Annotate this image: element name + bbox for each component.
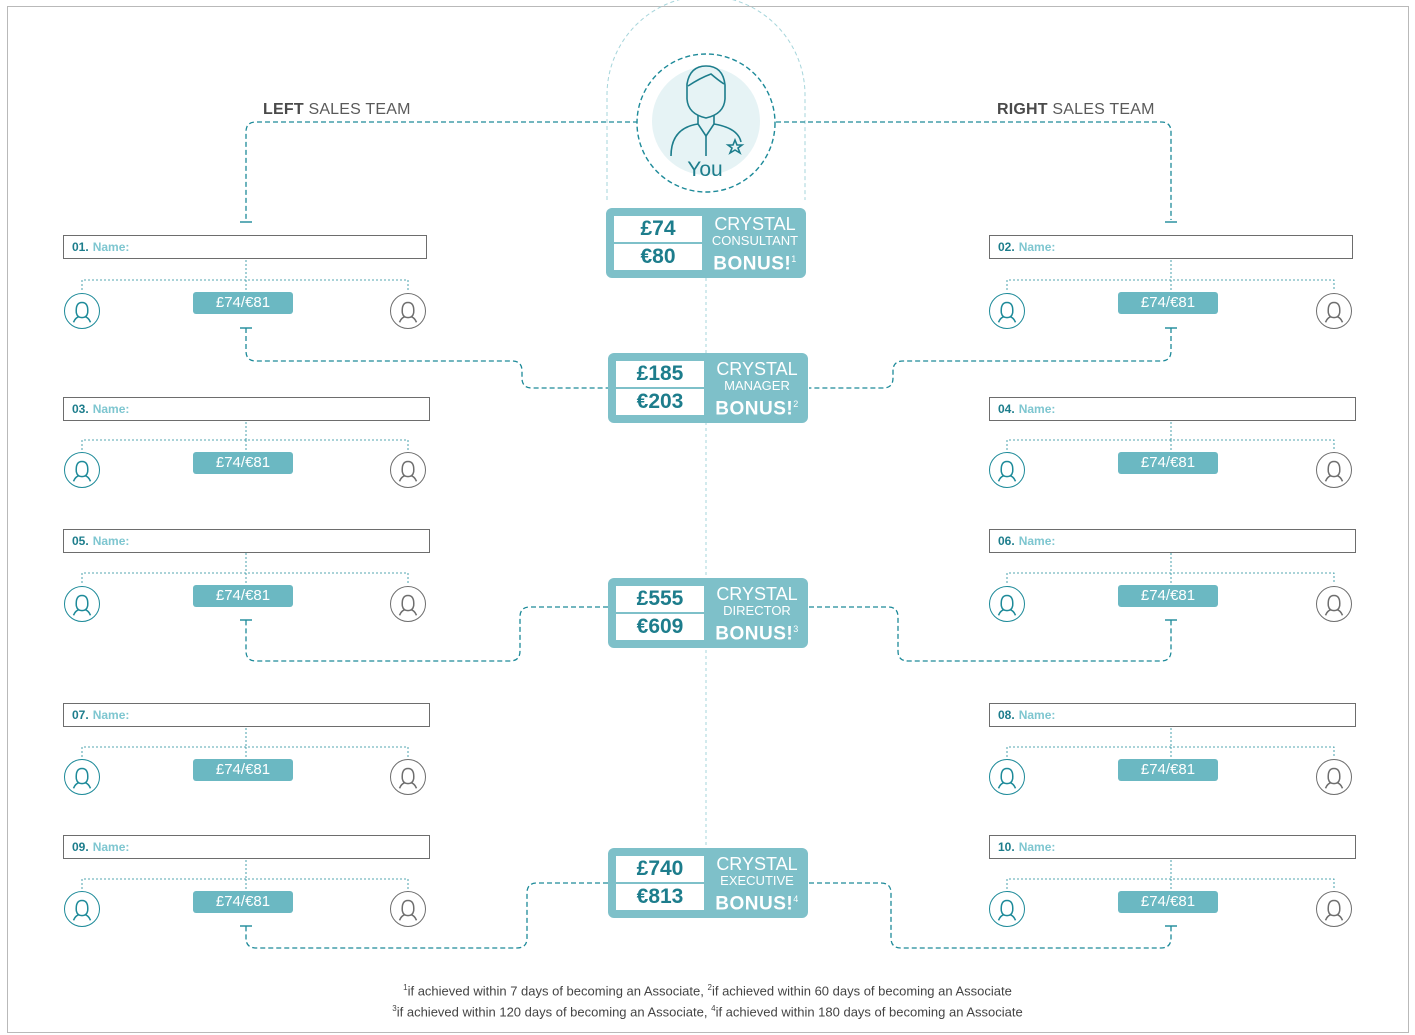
member-avatar-icon (64, 586, 100, 622)
member-avatar-icon (989, 452, 1025, 488)
footnote-line-1: 1if achieved within 7 days of becoming a… (403, 983, 1012, 999)
member-bonus-badge: £74/€81 (1118, 759, 1218, 781)
member-avatar-icon (64, 891, 100, 927)
bonus-line2: DIRECTOR (723, 603, 791, 618)
member-bonus-badge: £74/€81 (193, 759, 293, 781)
bonus-gbp: £555 (616, 586, 704, 614)
bonus-line2: MANAGER (724, 378, 790, 393)
member-name-field-08[interactable]: 08.Name: (989, 703, 1356, 727)
member-bonus-badge: £74/€81 (1118, 891, 1218, 913)
member-name-field-01[interactable]: 01.Name: (63, 235, 427, 259)
member-name-field-04[interactable]: 04.Name: (989, 397, 1356, 421)
bonus-gbp: £74 (614, 216, 702, 244)
bonus-line1: CRYSTAL (714, 214, 796, 234)
member-bonus-badge: £74/€81 (1118, 585, 1218, 607)
you-label: You (687, 158, 723, 181)
member-avatar-icon (1316, 586, 1352, 622)
member-avatar-icon (390, 891, 426, 927)
right-team-title: RIGHT SALES TEAM (997, 101, 1155, 118)
member-avatar-icon (64, 293, 100, 329)
member-bonus-badge: £74/€81 (1118, 292, 1218, 314)
member-name-field-05[interactable]: 05.Name: (63, 529, 430, 553)
member-name-field-09[interactable]: 09.Name: (63, 835, 430, 859)
consultant-bonus-box: £74€80 CRYSTAL CONSULTANT BONUS!1 (606, 208, 806, 278)
bonus-eur: €813 (636, 885, 684, 908)
member-avatar-icon (390, 293, 426, 329)
member-bonus-badge: £74/€81 (193, 292, 293, 314)
member-avatar-icon (989, 586, 1025, 622)
footnote-line-2: 3if achieved within 120 days of becoming… (392, 1004, 1023, 1020)
bonus-eur: €80 (640, 245, 676, 268)
executive-bonus-box: £740€813 CRYSTAL EXECUTIVE BONUS!4 (608, 848, 808, 918)
member-avatar-icon (989, 293, 1025, 329)
bonus-line2: CONSULTANT (711, 233, 799, 248)
bonus-line1: CRYSTAL (716, 854, 798, 874)
bonus-line3: BONUS!3 (715, 623, 799, 645)
bonus-line1: CRYSTAL (716, 584, 798, 604)
member-avatar-icon (1316, 759, 1352, 795)
member-bonus-badge: £74/€81 (193, 452, 293, 474)
member-avatar-icon (64, 452, 100, 488)
member-avatar-icon (1316, 891, 1352, 927)
member-bonus-badge: £74/€81 (1118, 452, 1218, 474)
manager-bonus-box: £185€203 CRYSTAL MANAGER BONUS!2 (608, 353, 808, 423)
member-name-field-03[interactable]: 03.Name: (63, 397, 430, 421)
bonus-line1: CRYSTAL (716, 359, 798, 379)
left-team-title: LEFT SALES TEAM (263, 101, 411, 118)
member-name-field-06[interactable]: 06.Name: (989, 529, 1356, 553)
user-icon (670, 65, 745, 157)
bonus-line3: BONUS!2 (715, 398, 799, 420)
member-avatar-icon (989, 759, 1025, 795)
member-avatar-icon (1316, 293, 1352, 329)
bonus-eur: €203 (636, 390, 684, 413)
member-avatar-icon (390, 452, 426, 488)
member-avatar-icon (1316, 452, 1352, 488)
member-avatar-icon (64, 759, 100, 795)
member-name-field-10[interactable]: 10.Name: (989, 835, 1356, 859)
member-bonus-badge: £74/€81 (193, 585, 293, 607)
bonus-gbp: £740 (616, 856, 704, 884)
bonus-line3: BONUS!1 (713, 253, 797, 275)
member-avatar-icon (989, 891, 1025, 927)
member-bonus-badge: £74/€81 (193, 891, 293, 913)
bonus-gbp: £185 (616, 361, 704, 389)
member-avatar-icon (390, 586, 426, 622)
member-name-field-02[interactable]: 02.Name: (989, 235, 1353, 259)
bonus-eur: €609 (636, 615, 684, 638)
member-name-field-07[interactable]: 07.Name: (63, 703, 430, 727)
director-bonus-box: £555€609 CRYSTAL DIRECTOR BONUS!3 (608, 578, 808, 648)
bonus-line2: EXECUTIVE (720, 873, 794, 888)
member-avatar-icon (390, 759, 426, 795)
bonus-line3: BONUS!4 (715, 893, 799, 915)
